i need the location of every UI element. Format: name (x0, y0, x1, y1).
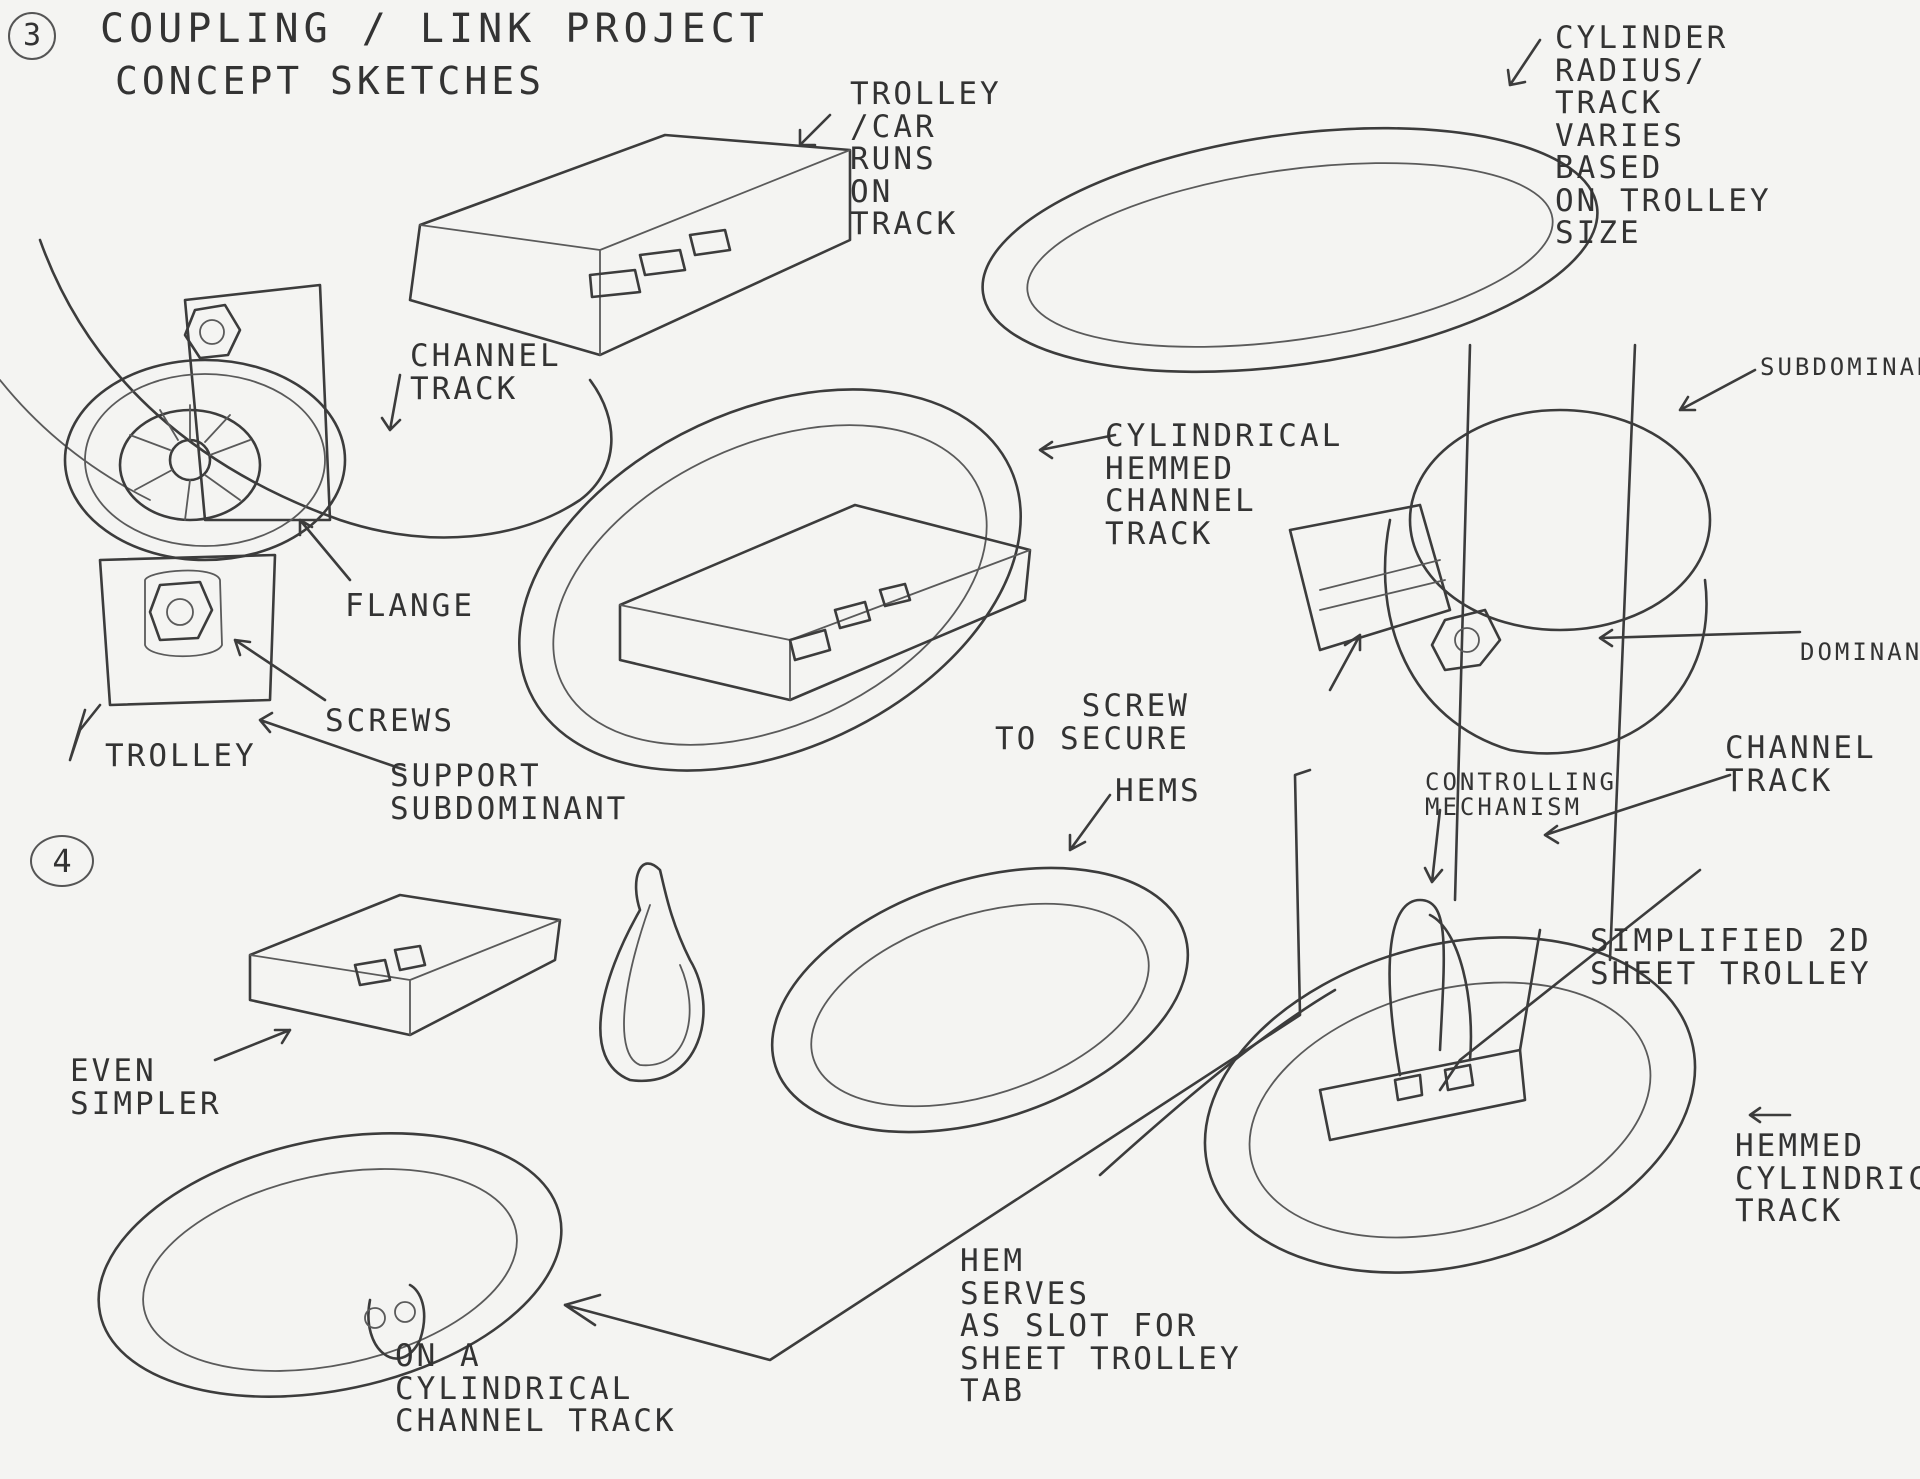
dominant-coupling-sketch (1288, 343, 1712, 962)
coupling-flange-sketch (63, 283, 347, 707)
background-ring-arc (38, 238, 613, 539)
cylindrical-hemmed-track-sketch (518, 388, 1032, 772)
label-screws: SCREWS (325, 703, 455, 739)
hems-ellipse-sketch (770, 866, 1190, 1134)
bottom-ring-clamp-sketch (97, 1132, 563, 1398)
cylinder-ring-sketch (981, 126, 1599, 374)
label-simplified-2d: SIMPLIFIED 2D SHEET TROLLEY (1590, 923, 1872, 992)
label-on-a-cylindrical: ON A CYLINDRICAL CHANNEL TRACK (395, 1338, 677, 1440)
label-hemmed-cylindrical: HEMMED CYLINDRICAL TRACK (1735, 1128, 1920, 1230)
label-hems: HEMS (1115, 773, 1202, 809)
label-even-simpler: EVEN SIMPLER (70, 1053, 222, 1122)
annotation-arrows (68, 38, 1802, 1362)
section-number-3: 3 (8, 12, 56, 60)
label-channel-track-2: CHANNEL TRACK (1725, 730, 1877, 799)
label-cylindrical-hemmed: CYLINDRICAL HEMMED CHANNEL TRACK (1105, 418, 1344, 552)
label-trolley: TROLLEY (105, 738, 257, 774)
page-subtitle: CONCEPT SKETCHES (115, 59, 546, 103)
label-channel-track-1: CHANNEL TRACK (410, 338, 562, 407)
page-title: COUPLING / LINK PROJECT (100, 6, 769, 52)
small-tray-sketch (248, 893, 562, 1037)
label-support-subdominant: SUPPORT SUBDOMINANT (390, 758, 629, 827)
label-dominant: DOMINANT (1800, 638, 1920, 666)
label-subdominant: SUBDOMINANT (1760, 353, 1920, 381)
label-flange: FLANGE (345, 588, 475, 624)
label-hem-serves: HEM SERVES AS SLOT FOR SHEET TROLLEY TAB (960, 1243, 1242, 1410)
label-controlling-mechanism: CONTROLLING MECHANISM (1425, 768, 1617, 822)
label-screw-to-secure: SCREW TO SECURE (995, 688, 1190, 757)
label-cylinder-radius: CYLINDER RADIUS/ TRACK VARIES BASED ON T… (1555, 20, 1772, 252)
section-number-4: 4 (30, 835, 94, 887)
hook-tab-sketch (599, 862, 705, 1083)
trolley-box-sketch (408, 133, 852, 357)
sheet-trolley-ring-sketch (1203, 898, 1697, 1274)
label-trolley-car: TROLLEY /CAR RUNS ON TRACK (850, 76, 1002, 243)
